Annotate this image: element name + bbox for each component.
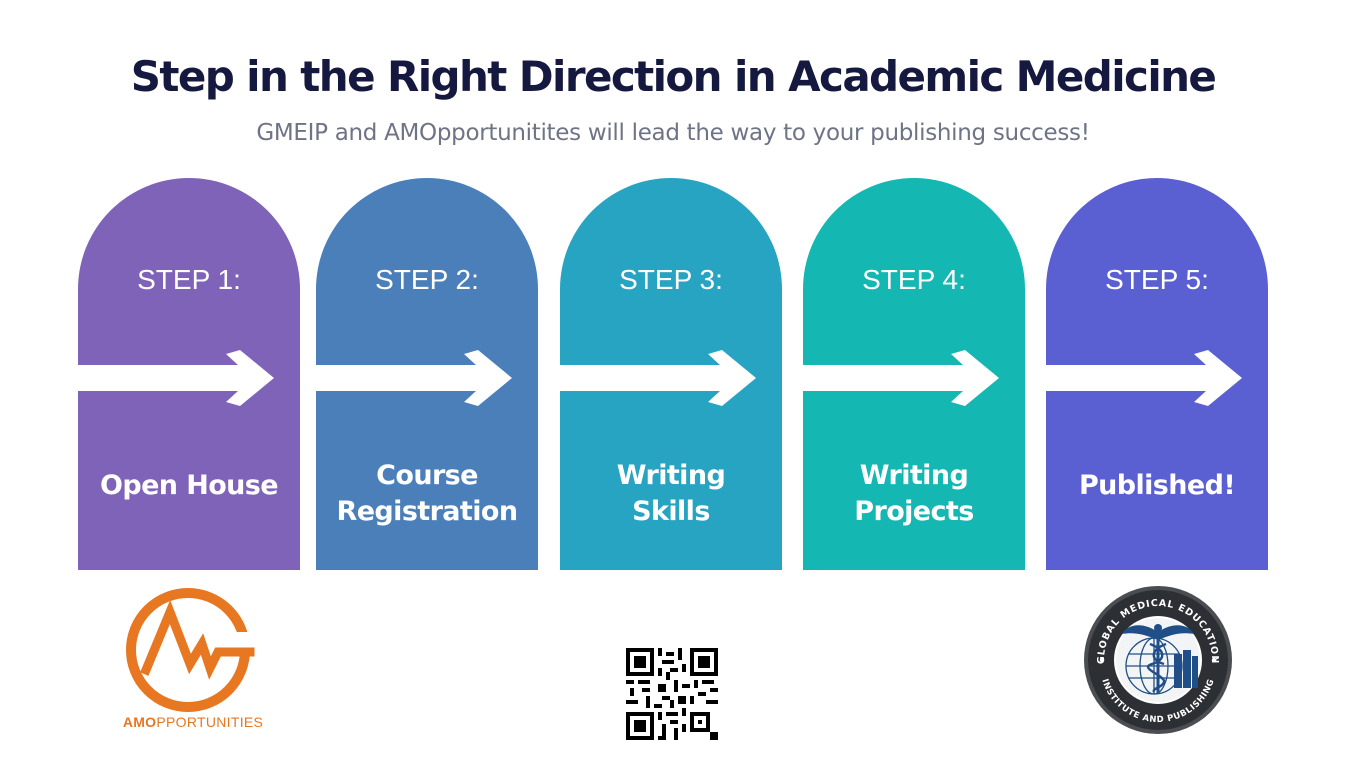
qr-code-icon[interactable]	[626, 648, 718, 740]
step-1-label: STEP 1:	[137, 264, 241, 295]
step-3-name-line-2: Skills	[632, 496, 710, 527]
step-4-name: Writing Projects	[803, 458, 1025, 530]
step-2-label: STEP 2:	[375, 264, 479, 295]
arrow-right-icon	[1046, 350, 1242, 406]
step-3-card: STEP 3: Writing Skills	[560, 178, 782, 570]
arrow-right-icon	[803, 350, 999, 406]
amo-logo-text-rest: PPORTUNITIES	[156, 714, 264, 730]
gmeip-seal-icon: GLOBAL MEDICAL EDUCATION INSTITUTE AND P…	[1084, 586, 1232, 734]
step-5-name: Published!	[1046, 468, 1268, 504]
step-4-card: STEP 4: Writing Projects	[803, 178, 1025, 570]
page-title: Step in the Right Direction in Academic …	[130, 52, 1217, 101]
step-4-label: STEP 4:	[862, 264, 966, 295]
step-5-card: STEP 5: Published!	[1046, 178, 1268, 570]
step-4-name-line-1: Writing	[859, 460, 969, 491]
step-5-name-line-1: Published!	[1078, 470, 1236, 501]
step-1-card: STEP 1: Open House	[78, 178, 300, 570]
amo-logo-text-bold: AMO	[122, 714, 157, 730]
step-4-name-line-2: Projects	[854, 496, 974, 527]
arrow-right-icon	[78, 350, 274, 406]
step-2-name-line-1: Course	[376, 460, 478, 491]
step-5-label: STEP 5:	[1105, 264, 1209, 295]
step-3-name: Writing Skills	[560, 458, 782, 530]
amo-logo-text: AMOPPORTUNITIES	[118, 714, 268, 730]
step-1-name-line-1: Open House	[100, 470, 279, 501]
step-3-label: STEP 3:	[619, 264, 723, 295]
page-subtitle: GMEIP and AMOpportunitites will lead the…	[256, 120, 1090, 146]
step-1-name: Open House	[78, 468, 300, 504]
step-2-name-line-2: Registration	[336, 496, 519, 527]
amo-logo-icon	[126, 588, 255, 712]
arrow-right-icon	[560, 350, 756, 406]
step-2-card: STEP 2: Course Registration	[316, 178, 538, 570]
step-3-name-line-1: Writing	[616, 460, 726, 491]
step-2-name: Course Registration	[316, 458, 538, 530]
arrow-right-icon	[316, 350, 512, 406]
